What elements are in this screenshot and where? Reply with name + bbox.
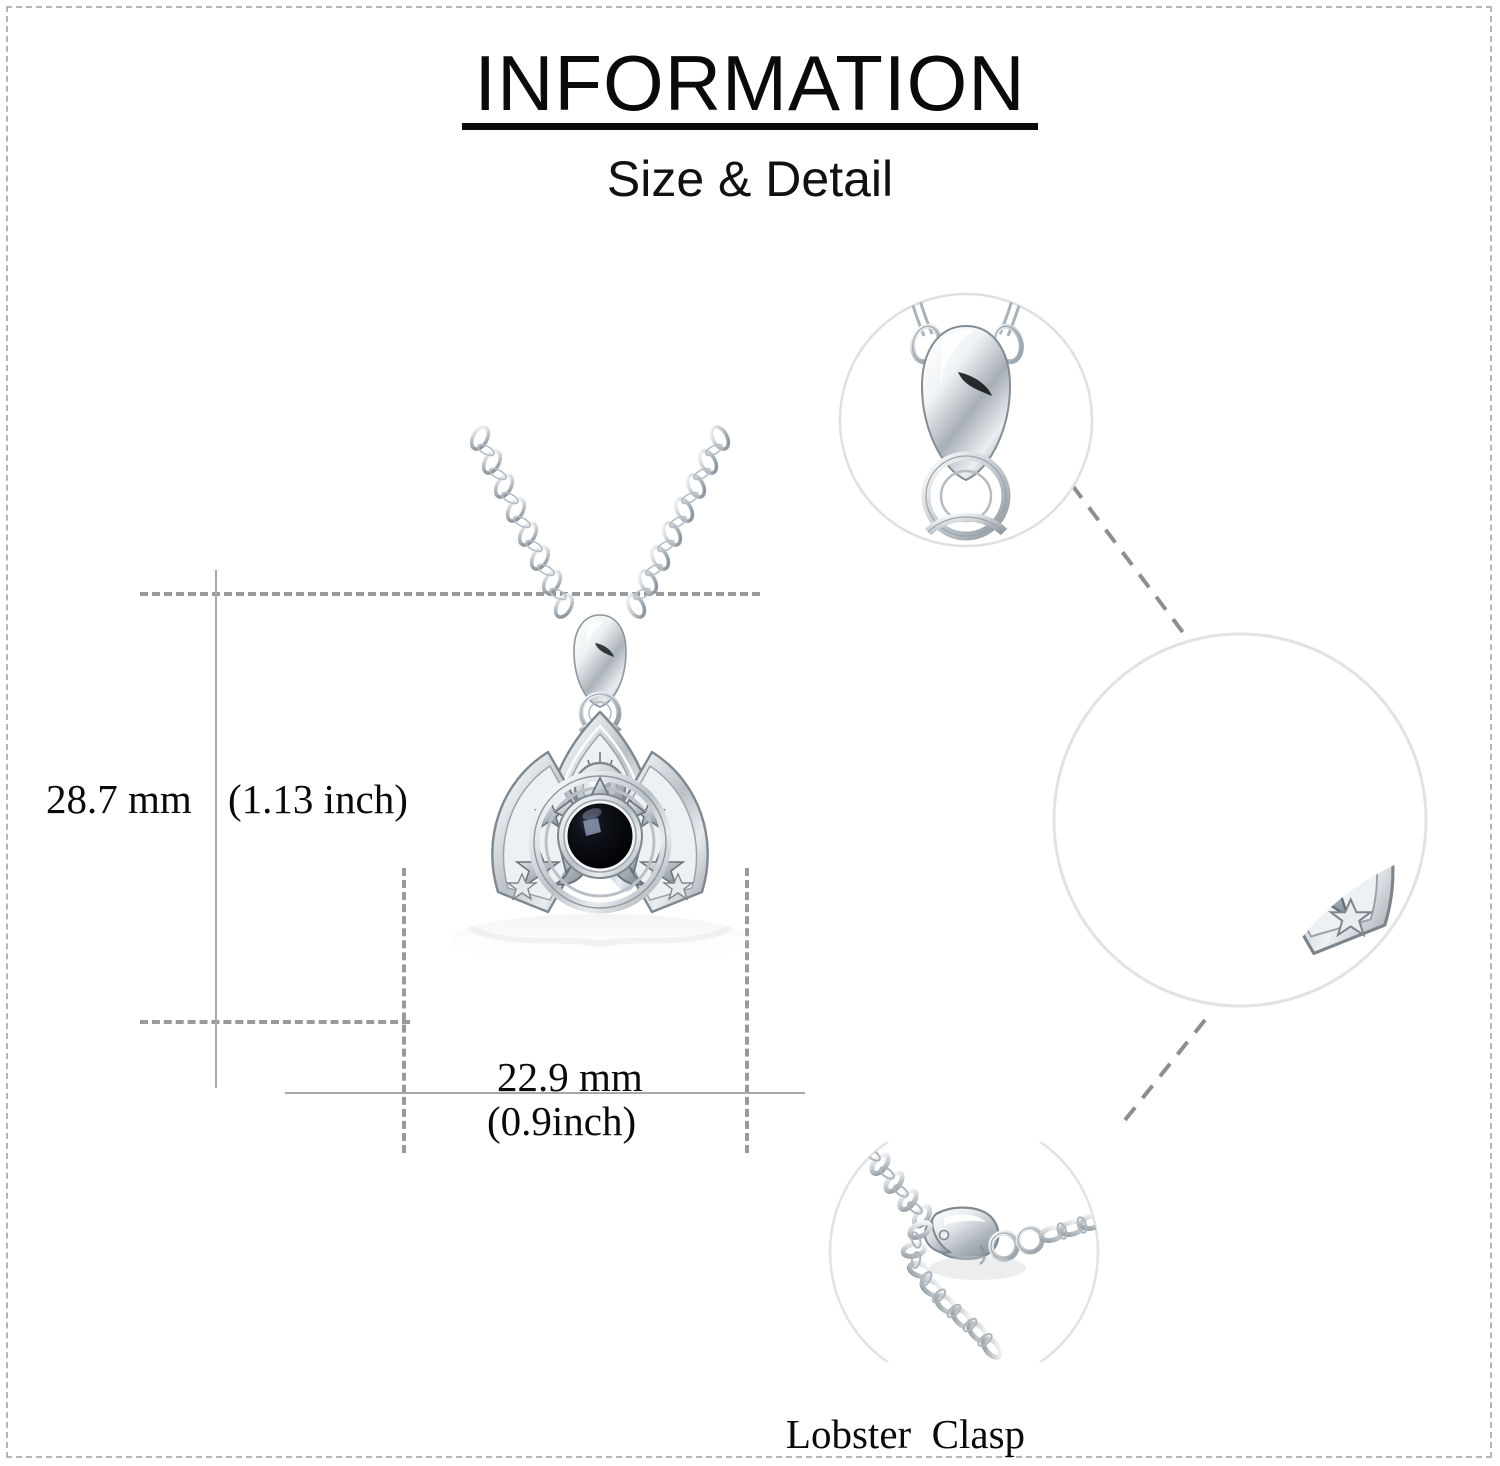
clasp-label-text: Lobster Clasp [785, 1411, 1026, 1457]
width-measurement-inch: (0.9inch) [487, 1098, 637, 1144]
height-measurement-mm: 28.7 mm [46, 776, 192, 822]
clasp-detail-illustration [828, 1142, 1100, 1362]
height-measurement-inch: (1.13 inch) [228, 776, 408, 822]
pendant-detail-circle-border [1052, 632, 1428, 1008]
pendant-detail-callout [1052, 632, 1428, 1008]
title-block: INFORMATION [462, 39, 1038, 130]
pendant-reflection [450, 914, 750, 966]
page-title: INFORMATION [474, 39, 1026, 127]
height-dimension-line [215, 570, 217, 1088]
chain-right [625, 425, 731, 619]
clasp-chain-upper [855, 1142, 933, 1229]
clasp-detail-callout [828, 1142, 1100, 1362]
page-subtitle: Size & Detail [606, 151, 894, 207]
triquetra-pendant [491, 710, 709, 914]
chain-left [469, 425, 575, 619]
necklace-main-image [400, 400, 800, 1060]
page-header: INFORMATION Size & Detail [0, 44, 1500, 208]
onyx-gemstone [557, 793, 643, 879]
bail-detail-illustration [838, 292, 1094, 548]
clasp-label: Lobster Clasp [0, 1362, 1500, 1466]
leader-line-clasp [1123, 1018, 1207, 1122]
pendant-detail-illustration [1052, 632, 1428, 1008]
height-guide-bottom-line [140, 1020, 410, 1024]
extender-chain [900, 1220, 1003, 1360]
title-underline [462, 123, 1038, 130]
necklace-illustration [450, 425, 750, 966]
bail-detail-callout [838, 292, 1094, 548]
width-measurement-mm: 22.9 mm [497, 1054, 643, 1100]
